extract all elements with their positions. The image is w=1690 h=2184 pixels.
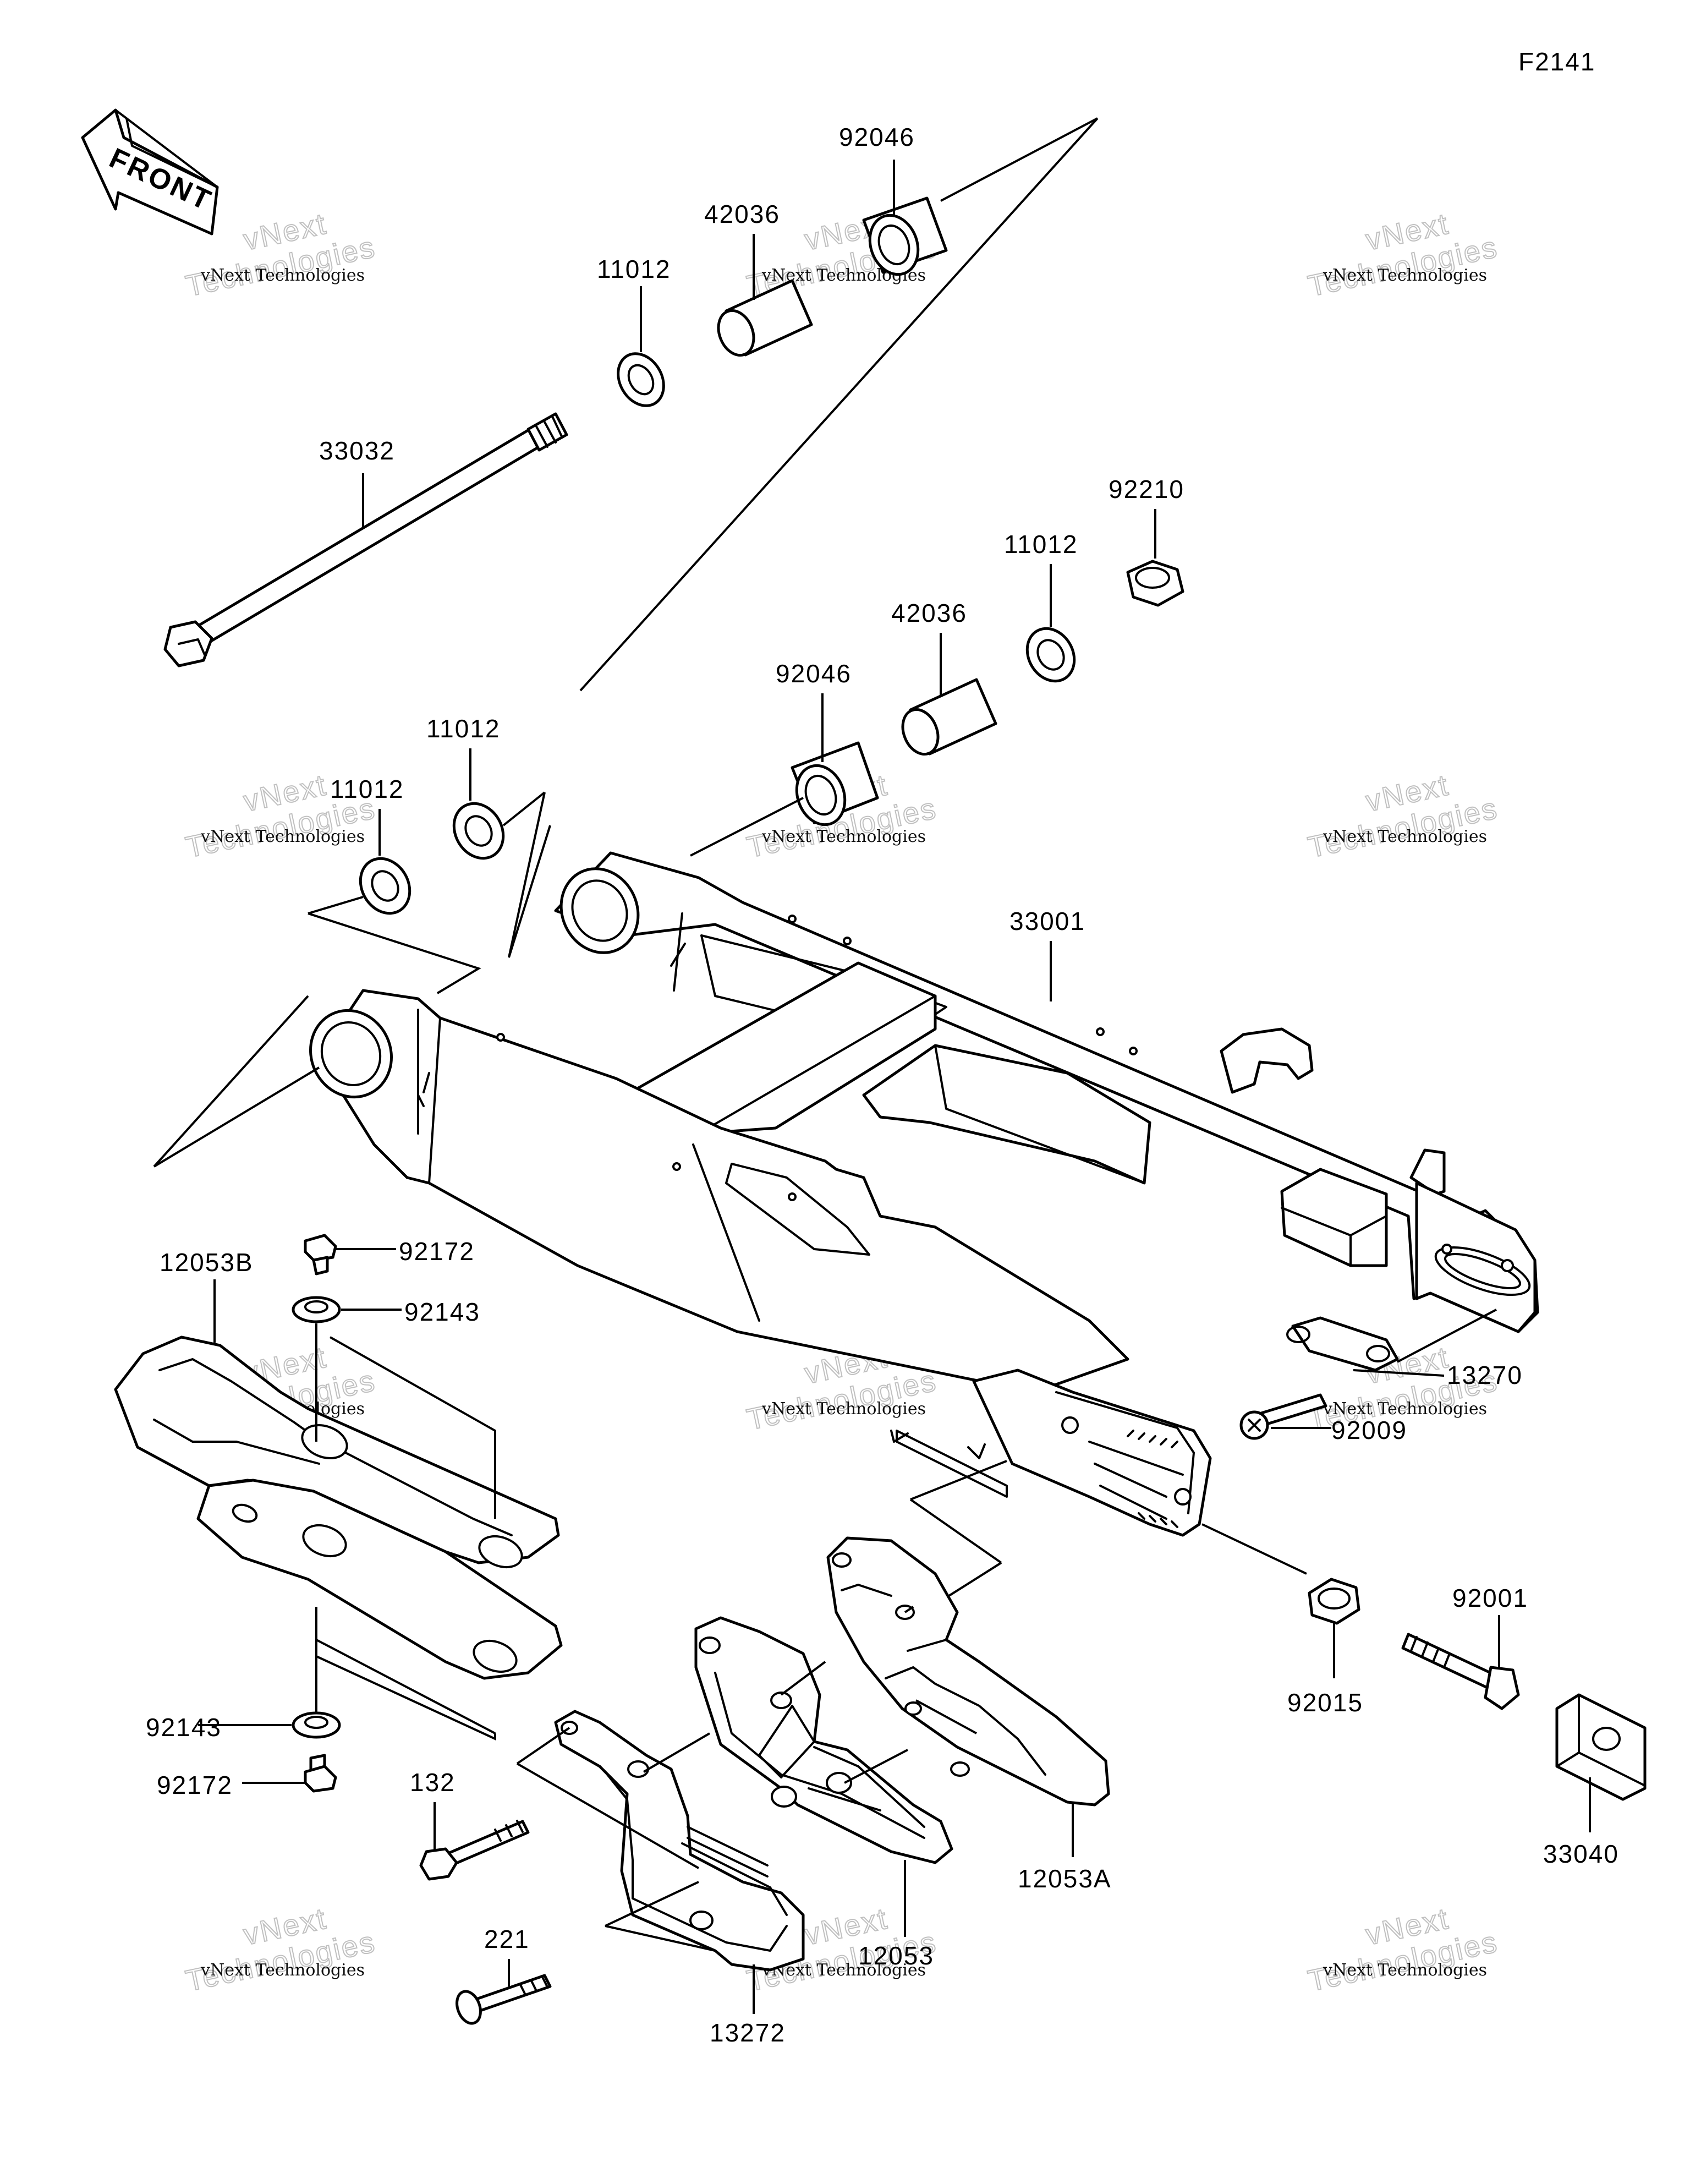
hex-nut xyxy=(1126,560,1184,607)
chain-guide-12053 xyxy=(694,1616,953,1864)
part-label-11012-left: 11012 xyxy=(330,775,404,803)
needle-bearing-mid xyxy=(791,741,879,826)
watermark-caption: vNext Technologies xyxy=(1323,1399,1487,1419)
collar-mid xyxy=(901,678,997,756)
flange-nut xyxy=(1308,1578,1360,1625)
seal-right xyxy=(1025,627,1076,683)
watermark-caption: vNext Technologies xyxy=(1323,266,1487,285)
watermark-caption: vNext Technologies xyxy=(200,266,365,285)
part-label-11012-mid: 11012 xyxy=(426,714,501,743)
watermark-caption: vNext Technologies xyxy=(761,1399,926,1419)
screw-92172-bottom xyxy=(304,1754,337,1793)
collar-top xyxy=(717,279,813,357)
part-label-12053B: 12053B xyxy=(160,1248,254,1277)
part-label-42036-mid: 42036 xyxy=(891,599,967,627)
seal-mid-left xyxy=(452,802,505,860)
part-label-33001: 33001 xyxy=(1009,907,1085,935)
bolt-132 xyxy=(419,1820,530,1881)
seal-top xyxy=(617,352,665,407)
part-label-92015: 92015 xyxy=(1287,1688,1363,1717)
part-label-92046-mid: 92046 xyxy=(776,659,852,688)
part-label-42036: 42036 xyxy=(704,200,780,228)
part-label-33040: 33040 xyxy=(1543,1840,1619,1868)
part-label-92210: 92210 xyxy=(1109,475,1184,503)
washer-92143-top xyxy=(292,1296,341,1323)
watermark-caption: vNext Technologies xyxy=(761,827,926,846)
part-label-92009: 92009 xyxy=(1331,1416,1407,1444)
part-label-92172-bot: 92172 xyxy=(157,1771,233,1799)
part-label-92001: 92001 xyxy=(1452,1584,1528,1612)
chain-adjuster-plate xyxy=(1286,1316,1399,1372)
assembly-line xyxy=(579,117,1099,692)
part-label-92143-top: 92143 xyxy=(404,1298,480,1326)
part-label-92143-bot: 92143 xyxy=(146,1713,222,1742)
washer-92143-bottom xyxy=(292,1711,341,1739)
diagram-code: F2141 xyxy=(1518,47,1595,76)
front-arrow-icon: FRONT xyxy=(81,108,219,236)
watermark-caption: vNext Technologies xyxy=(200,827,365,846)
part-label-13272: 13272 xyxy=(710,2018,786,2047)
part-label-132: 132 xyxy=(410,1768,456,1797)
chain-guide-12053b xyxy=(114,1335,563,1680)
part-label-221: 221 xyxy=(484,1925,530,1953)
part-label-92172-top: 92172 xyxy=(399,1237,475,1266)
watermark-caption: vNext Technologies xyxy=(1323,1961,1487,1980)
assembly-line xyxy=(940,117,1098,202)
chain-guide-12053a xyxy=(826,1536,1110,1807)
screw-92172-top xyxy=(304,1234,337,1276)
part-label-12053: 12053 xyxy=(858,1941,934,1970)
watermark-caption: vNext Technologies xyxy=(200,1961,365,1980)
needle-bearing-top xyxy=(862,196,948,276)
watermark-caption: vNext Technologies xyxy=(1323,827,1487,846)
bolt-92001 xyxy=(1401,1633,1520,1710)
part-label-33032: 33032 xyxy=(319,436,395,465)
chain-puller-block xyxy=(1555,1693,1647,1801)
pivot-axle-bolt xyxy=(163,412,568,667)
part-label-11012-r: 11012 xyxy=(1004,530,1078,559)
bolt-221 xyxy=(456,1974,552,2025)
part-label-12053A: 12053A xyxy=(1018,1864,1112,1893)
part-label-92046: 92046 xyxy=(839,123,915,151)
swingarm xyxy=(309,851,1539,1537)
part-label-11012: 11012 xyxy=(597,255,671,283)
screw-92009 xyxy=(1239,1393,1327,1440)
seal-left xyxy=(359,857,411,915)
part-label-13270: 13270 xyxy=(1447,1361,1523,1389)
